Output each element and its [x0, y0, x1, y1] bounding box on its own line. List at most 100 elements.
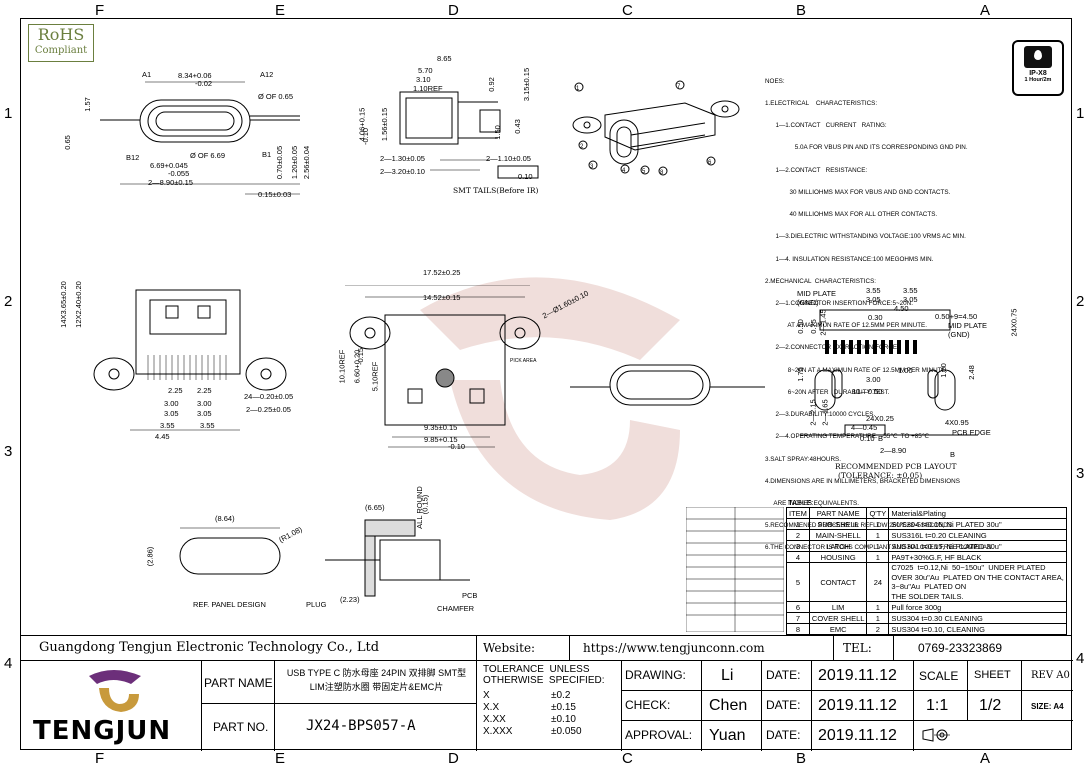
table-row: 4 HOUSING 1 PA9T+30%G.F, HF BLACK [786, 551, 1067, 563]
tb-vline [621, 660, 622, 751]
dim-label: 6.69+0.045 [150, 161, 188, 170]
tol-val: ±0.050 [551, 726, 582, 737]
dim-label: 2—2.15 [808, 399, 818, 426]
date-label: DATE: [766, 698, 801, 712]
zone-top: F E D C B A [20, 2, 1072, 19]
dim-label: 2—8.90±0.15 [148, 178, 193, 187]
col-header: Material&Plating [888, 507, 1067, 519]
zone-col-b-b: B [796, 750, 807, 767]
dim-label: 0.75 [808, 319, 818, 334]
svg-text:3: 3 [590, 164, 594, 170]
zone-col-e-b: E [275, 750, 286, 767]
table-row: 5 CONTACT 24 C7025 t=0.12,Ni 50~150u" UN… [786, 562, 1067, 602]
thumbnail-grid [686, 507, 784, 632]
part-no-value: JX24-BPS057-A [306, 718, 416, 734]
profile-view-drawing [570, 364, 765, 406]
tb-vline [811, 660, 812, 751]
dim-label: 2—1.45 [818, 309, 828, 336]
dim-label: 14X3.65±0.20 [58, 281, 68, 328]
tb-vline [1021, 660, 1022, 720]
cell-item: 1 [786, 518, 810, 530]
tb-hline [621, 720, 1073, 721]
note-line: 30 MILLIOHMS MAX FOR VBUS AND GND CONTAC… [765, 188, 951, 196]
dim-label: 5.70 [418, 66, 433, 75]
watermark-logo [420, 277, 680, 520]
note-line: AT A MAXIMUN RATE OF 12.5MM PER MINUTE. [765, 322, 927, 330]
note-line: 1.ELECTRICAL CHARACTERISTICS: [765, 100, 878, 108]
table-row: 3 LATCH 1 SUS301 t=0.15, Ni PLATED 30u" [786, 540, 1067, 552]
dim-label: 3.00 [197, 399, 212, 408]
top-view-drawing [100, 81, 300, 195]
pcb-edge-label: PCB EDGE [952, 428, 991, 437]
zone-col-d: D [448, 2, 459, 19]
table-row: 7 COVER SHELL 1 SUS304 t=0.30 CLEANING [786, 612, 1067, 624]
pcb-label: PCB [462, 591, 478, 600]
table-row: 2 MAIN-SHELL 1 SUS316L t=0.20 CLEANING [786, 529, 1067, 541]
website-url[interactable]: https://www.tengjunconn.com [583, 641, 765, 655]
date-value: 2019.11.12 [818, 697, 897, 714]
dim-label: Ø OF 6.69 [190, 151, 226, 160]
cell-item: 3 [786, 540, 810, 552]
note-line: 1—1.CONTACT CURRENT RATING: [765, 122, 887, 130]
dim-label: 24—0.20±0.05 [244, 392, 294, 401]
dim-label: -0.10 [448, 442, 466, 451]
dim-label: B [950, 450, 956, 459]
size-value: SIZE: A4 [1031, 702, 1064, 711]
dim-label: 2—8.90 [880, 446, 907, 455]
dim-label: 10—0.50 [852, 387, 883, 396]
col-header: Q'TY [866, 507, 890, 519]
projection-symbol-icon [922, 728, 950, 742]
dim-label: 3.00 [164, 399, 179, 408]
svg-text:2: 2 [580, 144, 584, 150]
zone-col-f: F [95, 2, 105, 19]
note-line: 3.SALT SPRAY:48HOURS. [765, 455, 841, 463]
col-header: ITEM [786, 507, 810, 519]
dim-label: 3.55 [200, 421, 215, 430]
note-line: 40 MILLIOHMS MAX FOR ALL OTHER CONTACTS. [765, 211, 938, 219]
tol-key: X.XXX [483, 726, 513, 737]
zone-col-c: C [622, 2, 633, 19]
cell-name: COVER SHELL [808, 612, 868, 624]
zone-bottom: F E D C B A [20, 750, 1072, 767]
drawing-name: Li [721, 667, 734, 684]
date-value: 2019.11.12 [818, 667, 897, 684]
note-line: 2—3.DURABILITY:10000 CYCLES. [765, 411, 876, 419]
tb-vline [274, 660, 275, 751]
company-name: Guangdong Tengjun Electronic Technology … [39, 640, 380, 655]
cell-name: HOUSING [808, 551, 868, 563]
note-line: 1—3.DIELECTRIC WITHSTANDING VOLTAGE:100 … [765, 233, 966, 241]
zone-row-4-l: 4 [4, 655, 13, 672]
dim-label: -0.10 [361, 127, 371, 146]
date-value: 2019.11.12 [818, 727, 897, 744]
pcb-layout-drawing [800, 309, 978, 436]
sheet-value: 1/2 [979, 697, 1002, 714]
tol-val: ±0.15 [551, 702, 576, 713]
part-no-label: PART NO. [213, 720, 269, 734]
approval-name: Yuan [709, 727, 746, 744]
parts-table: ITEM PART NAME Q'TY Material&Plating 1 S… [786, 507, 1067, 635]
dim-label: 3.05 [866, 295, 881, 304]
dim-label: 4.45 [155, 432, 170, 441]
table-header-row: ITEM PART NAME Q'TY Material&Plating [786, 507, 1067, 519]
dim-label: (2.86) [145, 546, 155, 567]
note-line: ARE INCHES EQUIVALENTS. [765, 499, 860, 507]
tb-vline [476, 660, 477, 751]
dim-label: 1.56±0.15 [380, 107, 390, 142]
zone-col-c-b: C [622, 750, 633, 767]
cell-name: CONTACT [808, 562, 868, 602]
dim-label: 12X2.40±0.20 [73, 281, 83, 328]
dim-label: 10.10REF [337, 349, 347, 384]
tb-vline [967, 660, 968, 720]
tb-hline [621, 690, 1073, 691]
dim-label: 2—1.10±0.05 [486, 154, 531, 163]
rev-value: REV A0 [1031, 670, 1070, 681]
dim-label: 3.55 [160, 421, 175, 430]
dim-label: -0.15 [356, 347, 366, 366]
dim-label: 3.10 [416, 75, 431, 84]
part-name-label: PART NAME [204, 676, 273, 690]
dim-label: 14.52±0.15 [423, 293, 461, 302]
date-label: DATE: [766, 728, 801, 742]
dim-label: 3.05 [164, 409, 179, 418]
all-round-label: ALL ROUND [414, 486, 424, 529]
dim-label: 0.10 [518, 172, 533, 181]
